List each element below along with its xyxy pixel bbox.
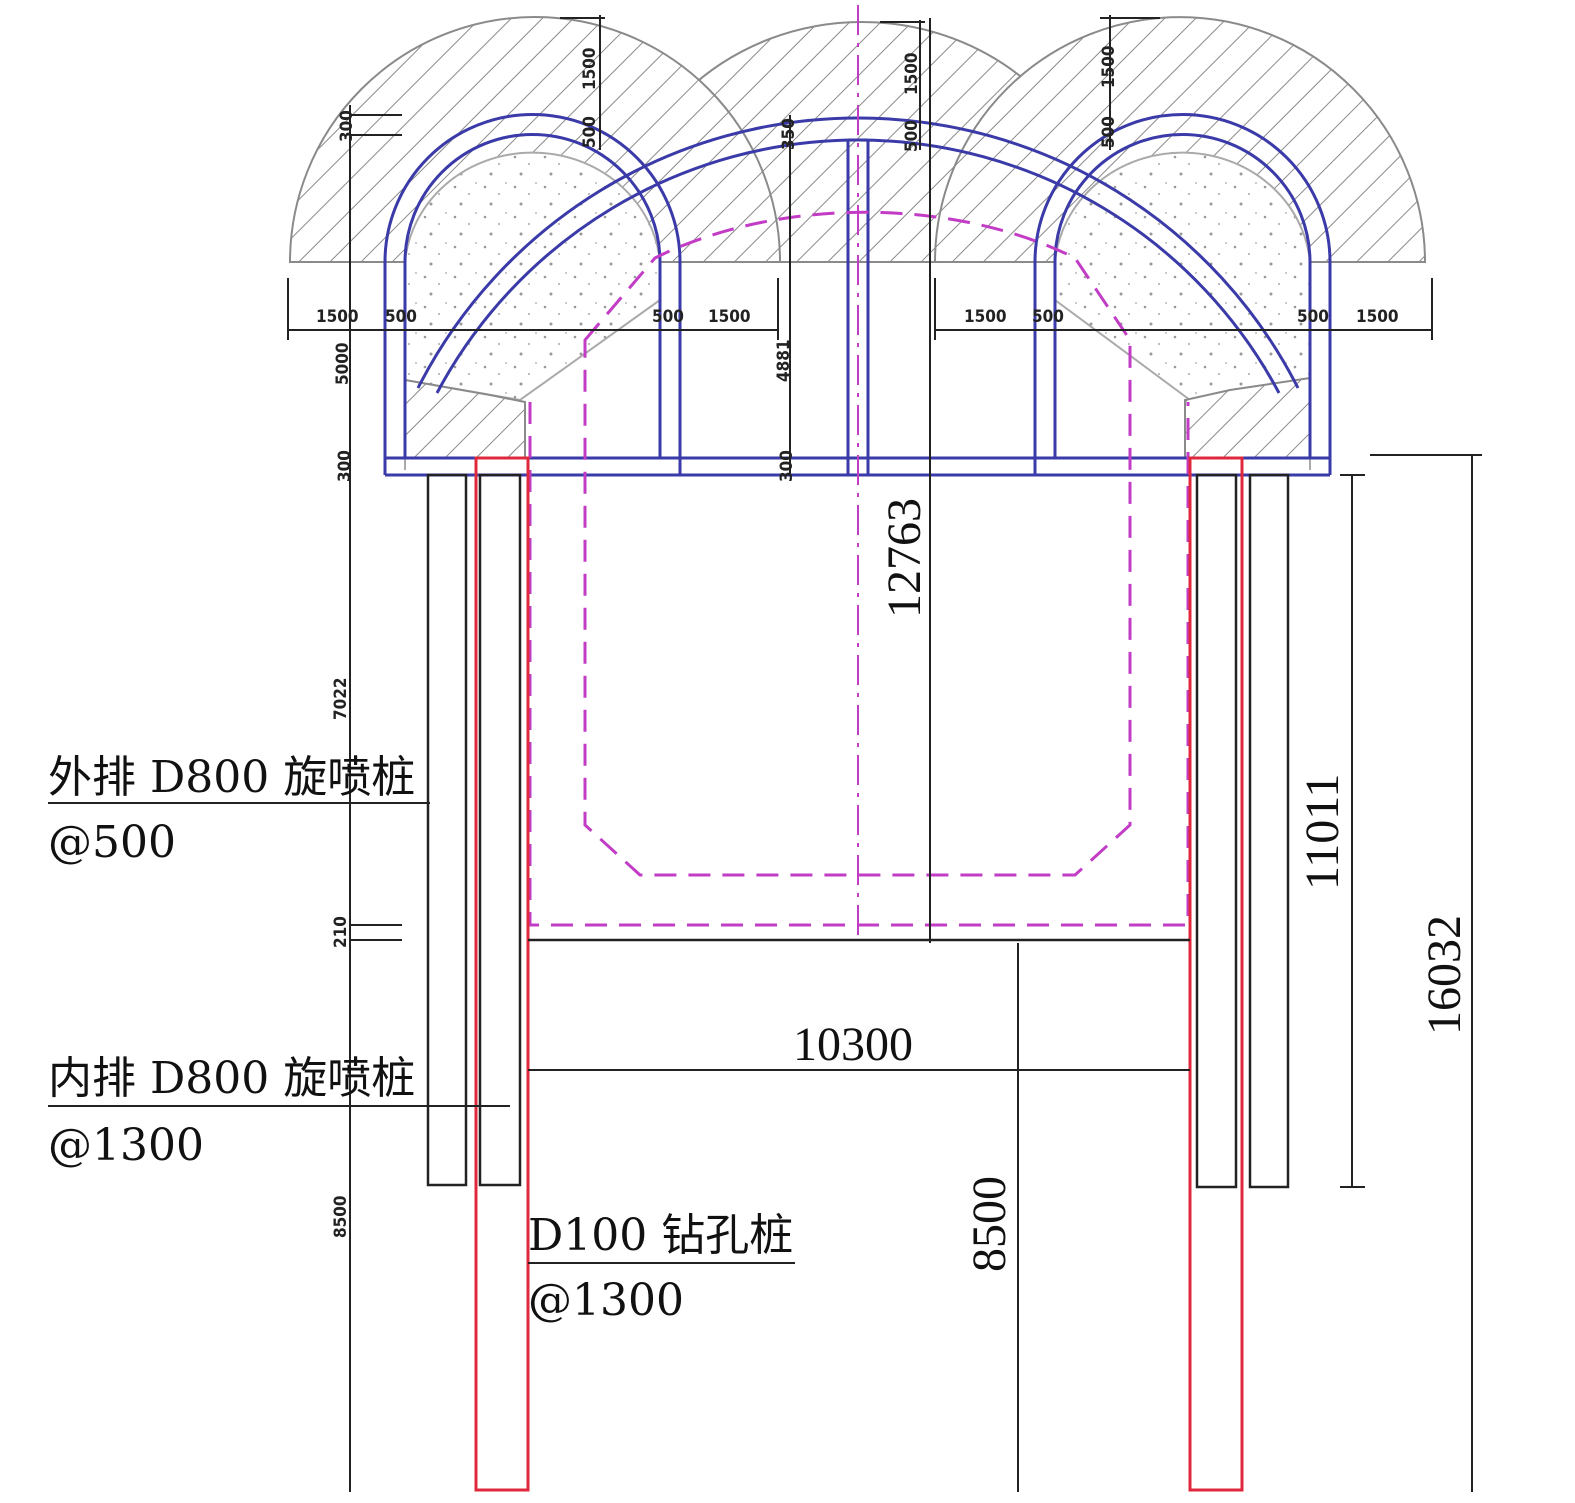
dim-label: 300 <box>337 110 357 142</box>
inner-pile-spacing: @1300 <box>48 1120 204 1171</box>
dim-10300: 10300 <box>793 1018 913 1071</box>
inner-pile-label: 内排 D800 旋喷桩 <box>48 1053 415 1104</box>
dim-label: 1500 <box>964 307 1007 327</box>
dim-label: 210 <box>331 916 351 948</box>
dim-label: 4881 <box>774 339 794 382</box>
dim-label: 1500 <box>580 47 600 90</box>
dim-label: 500 <box>1297 307 1329 327</box>
major-dimension-labels: 12763 8500 11011 16032 10300 <box>793 498 1471 1272</box>
dim-12763: 12763 <box>878 498 931 618</box>
dimension-lines <box>48 15 1482 1492</box>
dim-16032: 16032 <box>1418 915 1471 1035</box>
drilled-pile-spacing: @1300 <box>528 1275 684 1326</box>
small-dimension-labels: 300 1500 500 1500 500 350 1500 500 1500 … <box>316 45 1399 1238</box>
dim-label: 500 <box>580 116 600 148</box>
outer-pile-spacing: @500 <box>48 817 176 868</box>
drilled-pile-right <box>1188 456 1244 1492</box>
dim-label: 500 <box>902 120 922 152</box>
dim-label: 5000 <box>333 342 353 385</box>
dim-label: 350 <box>779 118 799 150</box>
pilot-fill-right <box>1054 151 1311 470</box>
dim-label: 1500 <box>708 307 751 327</box>
hood-right <box>933 16 1427 263</box>
dim-label: 7022 <box>331 677 351 720</box>
outer-jet-pile-right <box>1248 473 1290 1189</box>
dim-label: 500 <box>652 307 684 327</box>
inner-jet-pile-right <box>1195 473 1238 1189</box>
dim-8500: 8500 <box>963 1176 1016 1272</box>
inner-jet-pile-left <box>478 473 522 1187</box>
dim-label: 1500 <box>902 52 922 95</box>
dim-label: 8500 <box>331 1195 351 1238</box>
outer-pile-label: 外排 D800 旋喷桩 <box>48 752 415 803</box>
hood-left <box>288 16 782 263</box>
dim-label: 500 <box>1032 307 1064 327</box>
dim-label: 500 <box>1099 116 1119 148</box>
piles <box>426 456 1290 1492</box>
drilled-pile-label: D100 钻孔桩 <box>528 1210 793 1261</box>
dim-label: 300 <box>777 450 797 482</box>
lining <box>383 113 1332 477</box>
excavation-profile <box>528 5 1190 942</box>
dim-label: 500 <box>385 307 417 327</box>
dim-label: 300 <box>335 450 355 482</box>
outer-jet-pile-left <box>426 473 468 1187</box>
dim-label: 1500 <box>1099 45 1119 88</box>
pile-callouts: 外排 D800 旋喷桩 @500 内排 D800 旋喷桩 @1300 D100 … <box>48 752 793 1326</box>
dim-11011: 11011 <box>1296 774 1349 890</box>
dim-label: 1500 <box>1356 307 1399 327</box>
grouting-hoods <box>288 16 1427 470</box>
dim-label: 1500 <box>316 307 359 327</box>
drilled-pile-left <box>474 456 530 1492</box>
